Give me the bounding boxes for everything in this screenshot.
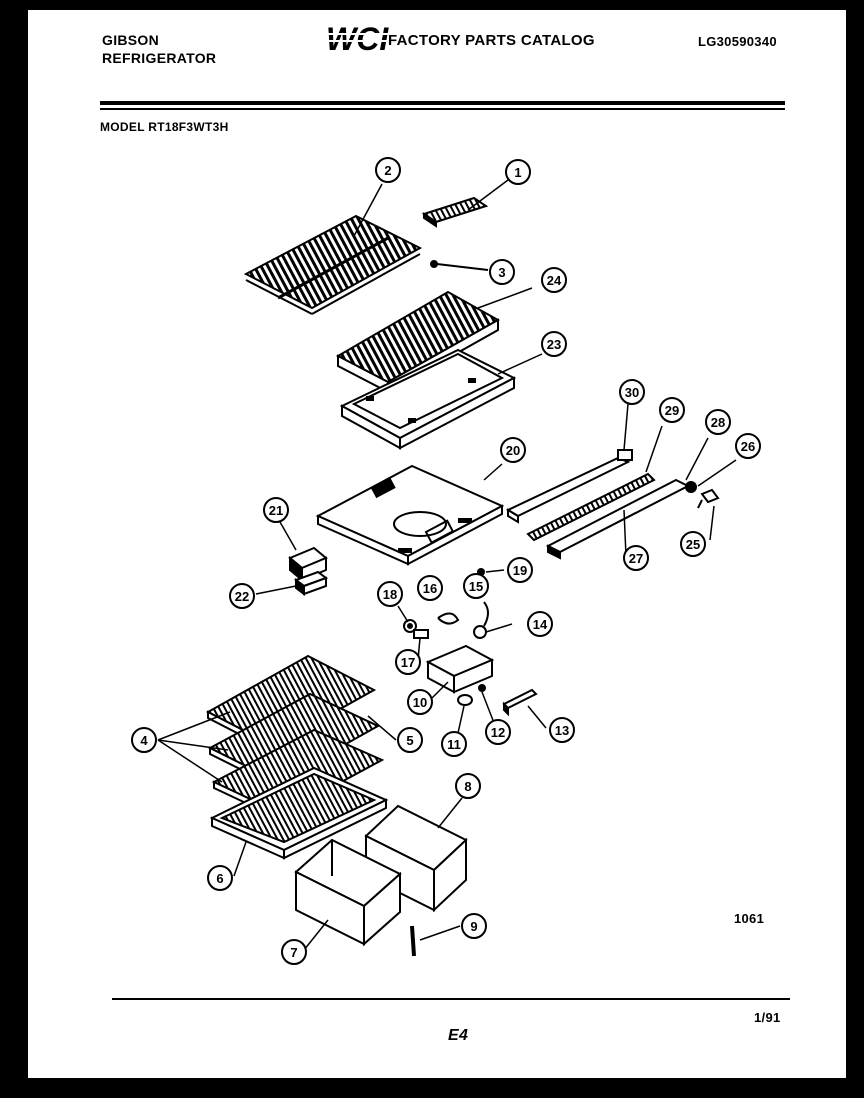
callout-2: 2 (375, 157, 401, 183)
wci-logo-text: WCI (326, 22, 389, 56)
revision-date: 1/91 (754, 1010, 781, 1025)
svg-text:30: 30 (625, 385, 639, 400)
brand-name: GIBSON (102, 32, 160, 48)
model-number: MODEL RT18F3WT3H (100, 120, 229, 134)
callout-28: 28 (705, 409, 731, 435)
svg-text:3: 3 (498, 265, 505, 280)
svg-text:23: 23 (547, 337, 561, 352)
svg-text:9: 9 (470, 919, 477, 934)
illustration-ref-code: 1061 (734, 911, 765, 926)
callout-18: 18 (377, 581, 403, 607)
svg-text:5: 5 (406, 733, 413, 748)
part-22-control-knob (293, 570, 329, 596)
header-rule (100, 101, 785, 105)
part-29-rail (526, 472, 656, 542)
svg-text:2: 2 (384, 163, 391, 178)
part-25-screw (697, 488, 720, 509)
callout-23: 23 (541, 331, 567, 357)
svg-text:11: 11 (447, 737, 461, 752)
callout-27: 27 (623, 545, 649, 571)
svg-text:6: 6 (216, 871, 223, 886)
svg-text:28: 28 (711, 415, 725, 430)
product-type: REFRIGERATOR (102, 50, 217, 66)
callout-12: 12 (485, 719, 511, 745)
callout-13: 13 (549, 717, 575, 743)
svg-text:7: 7 (290, 945, 297, 960)
svg-text:16: 16 (423, 581, 437, 596)
callout-15: 15 (463, 573, 489, 599)
svg-text:4: 4 (140, 733, 148, 748)
svg-text:25: 25 (686, 537, 700, 552)
part-1-grille (421, 196, 489, 228)
callout-25: 25 (680, 531, 706, 557)
svg-text:18: 18 (383, 587, 397, 602)
svg-text:27: 27 (629, 551, 643, 566)
part-13-bracket (502, 688, 538, 717)
callout-7: 7 (281, 939, 307, 965)
footer-rule (112, 998, 790, 1000)
exploded-parts-diagram: 1 2 3 24 23 30 29 28 26 20 21 27 25 19 2… (131, 157, 761, 965)
catalog-number: LG30590340 (698, 34, 777, 49)
part-3-screw (430, 260, 489, 271)
svg-text:21: 21 (269, 503, 283, 518)
part-12-screw (478, 684, 486, 692)
svg-text:8: 8 (464, 779, 471, 794)
page-number: E4 (448, 1027, 469, 1044)
callout-22: 22 (229, 583, 255, 609)
catalog-sheet: GIBSON REFRIGERATOR WCI FACTORY PARTS CA… (28, 10, 846, 1078)
callout-11: 11 (441, 731, 467, 757)
part-7-drawer (294, 838, 402, 947)
svg-text:22: 22 (235, 589, 249, 604)
callout-17: 17 (395, 649, 421, 675)
part-11-ring (457, 694, 473, 706)
part-16-cap (437, 612, 460, 625)
part-14-bulb (473, 625, 487, 639)
svg-text:24: 24 (547, 273, 562, 288)
part-15-wire (483, 601, 489, 627)
callout-20: 20 (500, 437, 526, 463)
callout-21: 21 (263, 497, 289, 523)
callout-10: 10 (407, 689, 433, 715)
part-17-socket (413, 629, 429, 639)
callout-1: 1 (505, 159, 531, 185)
svg-text:1: 1 (514, 165, 521, 180)
svg-text:15: 15 (469, 579, 483, 594)
callout-4: 4 (131, 727, 157, 753)
part-23-shelf-frame (339, 348, 517, 450)
callout-16: 16 (417, 575, 443, 601)
svg-text:12: 12 (491, 725, 505, 740)
part-6-crisper-cover (209, 766, 389, 860)
svg-text:14: 14 (533, 617, 548, 632)
svg-text:13: 13 (555, 723, 569, 738)
part-26-nut (685, 481, 697, 493)
callout-19: 19 (507, 557, 533, 583)
part-20-cover (315, 464, 505, 566)
svg-text:17: 17 (401, 655, 415, 670)
callout-8: 8 (455, 773, 481, 799)
header-rule-thin (100, 108, 785, 110)
callout-9: 9 (461, 913, 487, 939)
callout-30: 30 (619, 379, 645, 405)
part-10-housing (425, 644, 495, 694)
part-2-wire-shelf (243, 214, 423, 315)
wci-logo: WCI (326, 22, 390, 56)
svg-text:19: 19 (513, 563, 527, 578)
callout-24: 24 (541, 267, 567, 293)
svg-text:20: 20 (506, 443, 520, 458)
callouts: 1 2 3 24 23 30 29 28 26 20 21 27 25 19 2… (131, 157, 761, 965)
svg-text:29: 29 (665, 403, 679, 418)
part-30-rail (505, 449, 633, 524)
callout-3: 3 (489, 259, 515, 285)
callout-14: 14 (527, 611, 553, 637)
svg-text:10: 10 (413, 695, 427, 710)
catalog-title: FACTORY PARTS CATALOG (388, 32, 595, 49)
callout-5: 5 (397, 727, 423, 753)
callout-26: 26 (735, 433, 761, 459)
part-9-handle (410, 925, 416, 957)
callout-6: 6 (207, 865, 233, 891)
callout-29: 29 (659, 397, 685, 423)
svg-text:26: 26 (741, 439, 755, 454)
